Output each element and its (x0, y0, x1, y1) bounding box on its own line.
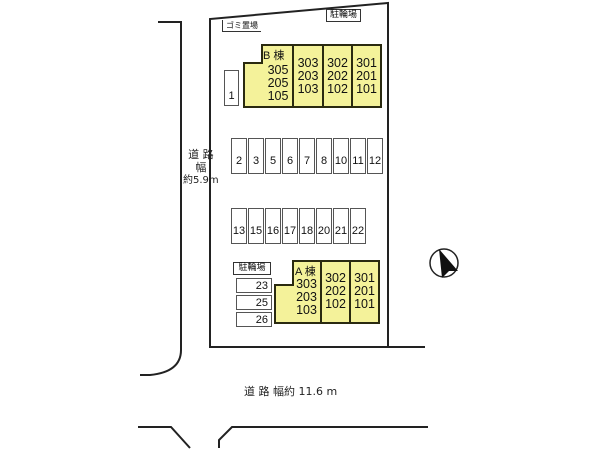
parking-slot: 2 (231, 138, 247, 174)
parking-slot: 12 (367, 138, 383, 174)
parking-slot: 6 (282, 138, 298, 174)
parking-slot: 20 (316, 208, 332, 244)
parking-slot: 15 (248, 208, 264, 244)
parking-slot: 11 (350, 138, 366, 174)
parking-slot: 16 (265, 208, 281, 244)
left-road-edge (140, 21, 182, 376)
bicycle-parking-top: 駐輪場 (326, 9, 362, 22)
parking-slot: 3 (248, 138, 264, 174)
parking-slot: 25 (236, 295, 272, 310)
parking-slot: 17 (282, 208, 298, 244)
left-road-label-line3: 約5.9m (183, 175, 219, 186)
garbage-area-label: ゴミ置場 (222, 20, 261, 32)
parking-slot-1: 1 (224, 70, 239, 106)
left-road-label: 道 路 幅 約5.9m (183, 148, 219, 187)
parking-slot: 13 (231, 208, 247, 244)
left-road-label-line1: 道 路 (188, 148, 214, 161)
parking-slot: 21 (333, 208, 349, 244)
building-b-name: B 棟 (263, 50, 285, 62)
lot-boundary (209, 1, 389, 348)
parking-slot: 8 (316, 138, 332, 174)
parking-slot: 23 (236, 278, 272, 293)
parking-slot: 10 (333, 138, 349, 174)
parking-slot: 22 (350, 208, 366, 244)
parking-slot: 7 (299, 138, 315, 174)
building-a-name: A 棟 (295, 266, 316, 278)
bottom-road-label: 道 路 幅約 11.6 m (244, 385, 338, 398)
parking-slot: 26 (236, 312, 272, 327)
bicycle-parking-bottom: 駐輪場 (233, 262, 271, 275)
parking-slot: 18 (299, 208, 315, 244)
north-arrow-icon (429, 248, 459, 278)
left-road-label-line2: 幅 (195, 161, 207, 174)
parking-slot: 5 (265, 138, 281, 174)
